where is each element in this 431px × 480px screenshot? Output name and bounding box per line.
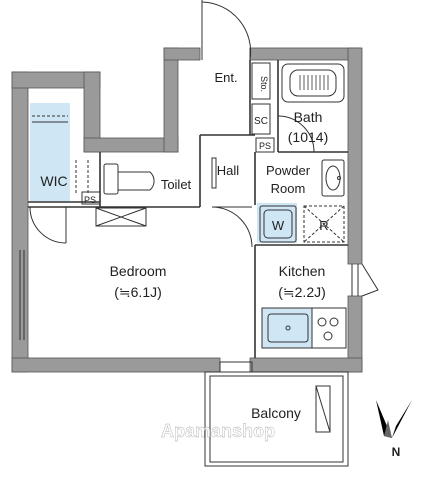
storage-label: Sto. xyxy=(259,76,269,92)
washer xyxy=(259,205,297,243)
compass-label: N xyxy=(392,445,401,459)
bedroom-window xyxy=(19,250,25,340)
fridge-space xyxy=(303,205,345,243)
entrance-label: Ent. xyxy=(214,70,237,85)
pipe-space-label: PS xyxy=(259,141,271,151)
wic-door xyxy=(29,206,67,244)
kitchen-counter xyxy=(261,307,347,349)
bedroom-closet xyxy=(95,207,147,227)
balcony-label: Balcony xyxy=(251,405,301,421)
bathtub xyxy=(281,63,345,103)
wic-label: WIC xyxy=(40,173,67,189)
outer-walls xyxy=(11,47,363,373)
washer-label: W xyxy=(272,218,285,233)
balcony-outline xyxy=(204,361,349,467)
toilet-fixture xyxy=(103,163,155,195)
wic-shelves xyxy=(32,115,89,194)
bedroom-label: Bedroom xyxy=(110,263,167,279)
entrance-door xyxy=(201,0,252,61)
kitchen-window xyxy=(351,263,379,297)
bedroom-size: (≒6.1J) xyxy=(114,284,162,300)
sink-floor xyxy=(262,308,312,348)
bath-door xyxy=(277,115,315,153)
powder-room-label-1: Powder xyxy=(266,163,311,178)
pipe-space-label-2: PS xyxy=(84,195,96,205)
bath-label: Bath xyxy=(294,109,323,125)
ent-storage xyxy=(81,62,275,205)
toilet-label: Toilet xyxy=(161,177,192,192)
watermark-text: Apamanshop xyxy=(161,421,275,441)
north-compass-icon: N xyxy=(376,400,412,459)
fridge-label: R xyxy=(319,218,328,233)
powder-room-label-2: Room xyxy=(271,181,306,196)
hall-label: Hall xyxy=(217,163,240,178)
wic-floor xyxy=(30,103,70,201)
bath-size: (1014) xyxy=(288,129,328,145)
kitchen-label: Kitchen xyxy=(279,263,326,279)
shoe-cabinet-label: SC xyxy=(254,116,268,127)
hall-door xyxy=(211,157,253,248)
kitchen-size: (≒2.2J) xyxy=(278,284,326,300)
powder-sink xyxy=(321,159,345,197)
